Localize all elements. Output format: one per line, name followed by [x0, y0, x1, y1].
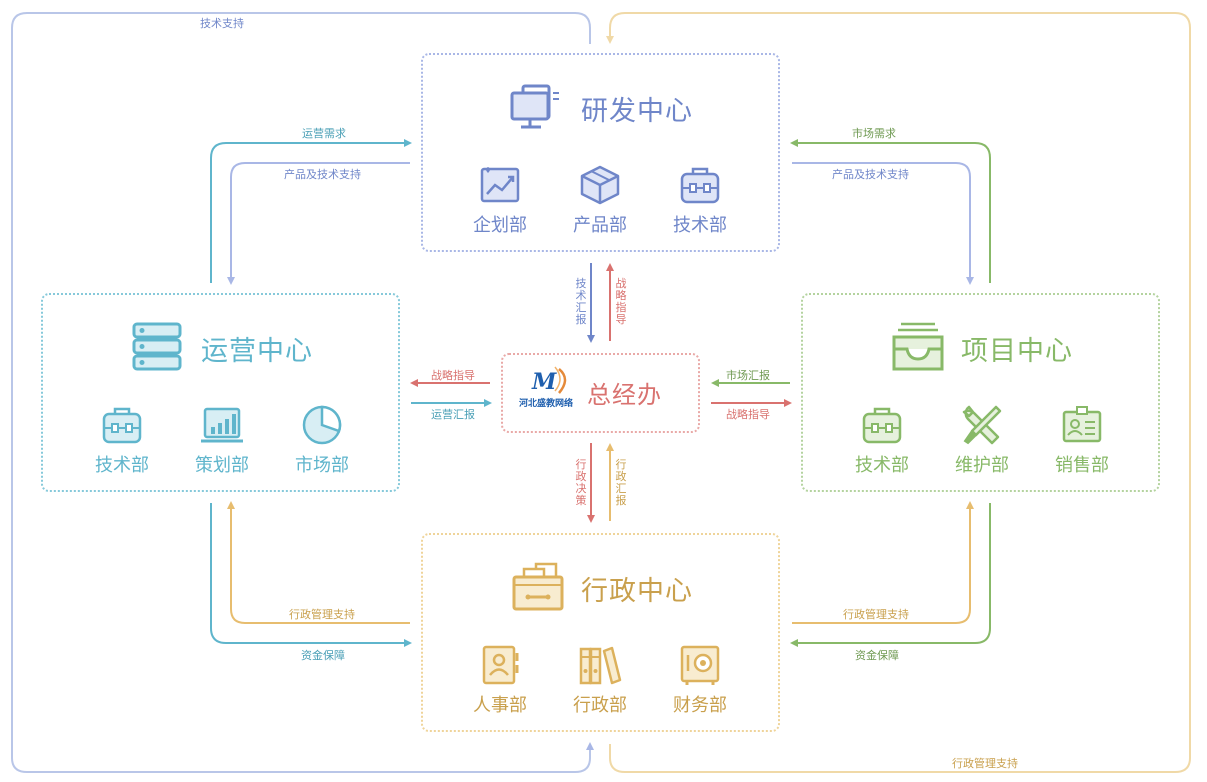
- rd-to-proj-support-label: 产品及技术支持: [832, 168, 909, 181]
- rd-center-title: 研发中心: [581, 96, 693, 127]
- rd-to-proj-line: [792, 162, 974, 285]
- strategy-guide-left-label: 战略指导: [431, 369, 475, 382]
- hq-title: 总经办: [587, 381, 662, 409]
- rd-to-ops-line: [227, 162, 410, 285]
- tech-toolbox-icon: [862, 407, 902, 444]
- admin-support-left-label: 行政管理支持: [289, 608, 355, 621]
- monitor-icon: [510, 84, 559, 129]
- rd-dept-planning-label: 企划部: [473, 215, 527, 236]
- proj-dept-sales-label: 销售部: [1055, 455, 1109, 476]
- strategy-guide-right-label: 战略指导: [726, 408, 770, 421]
- proj-center-title: 项目中心: [961, 336, 1073, 367]
- admin-center-title: 行政中心: [581, 576, 693, 607]
- outer-admin-support-label: 行政管理支持: [952, 757, 1018, 770]
- id-card-icon: [1062, 406, 1102, 443]
- admin-report-label: 行政汇报: [615, 458, 627, 507]
- proj-center-box[interactable]: 项目中心 技术部 维护部 销售部: [801, 293, 1160, 492]
- admin-to-ops-line: [227, 501, 410, 624]
- ops-report-label: 运营汇报: [431, 408, 475, 421]
- admin-dept-finance-label: 财务部: [673, 695, 727, 716]
- product-box-icon: [580, 165, 620, 205]
- tech-report-label: 技术汇报: [575, 277, 587, 326]
- admin-decision-label: 行政决策: [575, 458, 587, 507]
- company-logo-icon: M: [531, 366, 567, 395]
- ops-center-box[interactable]: 运营中心 技术部 策划部 市场部: [41, 293, 400, 492]
- planning-chart-icon: [480, 167, 520, 203]
- admin-dept-personnel-label: 人事部: [473, 695, 527, 716]
- rd-dept-planning[interactable]: 企划部: [455, 163, 545, 237]
- rd-center-box[interactable]: 研发中心 企划部 产品部 技术部: [421, 53, 780, 252]
- market-demand-label: 市场需求: [852, 127, 896, 140]
- bar-chart-icon: [201, 407, 243, 443]
- ops-to-rd-line: [210, 139, 412, 283]
- company-logo-text: 河北盛教网络: [519, 399, 574, 409]
- svg-text:M: M: [531, 369, 557, 395]
- strategy-guide-top-label: 战略指导: [615, 277, 627, 326]
- proj-dept-tech[interactable]: 技术部: [837, 403, 927, 477]
- tech-toolbox-icon: [680, 167, 720, 204]
- admin-center-box[interactable]: 行政中心 人事部 行政部 财务部: [421, 533, 780, 732]
- proj-dept-sales[interactable]: 销售部: [1037, 403, 1127, 477]
- admin-support-right-label: 行政管理支持: [843, 608, 909, 621]
- ops-dept-market-label: 市场部: [295, 455, 349, 476]
- wrench-screwdriver-icon: [962, 405, 1002, 445]
- rd-dept-product[interactable]: 产品部: [555, 163, 645, 237]
- rd-dept-product-label: 产品部: [573, 215, 627, 236]
- fund-guarantee-right-label: 资金保障: [855, 649, 899, 662]
- ops-dept-planning[interactable]: 策划部: [177, 403, 267, 477]
- proj-to-admin-line: [790, 503, 991, 647]
- binders-icon: [579, 646, 622, 685]
- ops-dept-planning-label: 策划部: [195, 455, 249, 476]
- rd-to-ops-support-label: 产品及技术支持: [284, 168, 361, 181]
- rd-dept-tech-label: 技术部: [673, 215, 727, 236]
- outer-tech-support-label: 技术支持: [200, 17, 244, 30]
- safe-icon: [680, 645, 720, 685]
- proj-to-rd-line: [790, 139, 991, 283]
- hq-box[interactable]: M 河北盛教网络 总经办: [501, 353, 700, 433]
- ops-demand-label: 运营需求: [302, 127, 346, 140]
- admin-dept-personnel[interactable]: 人事部: [455, 643, 545, 717]
- admin-dept-administration-label: 行政部: [573, 695, 627, 716]
- personnel-file-icon: [482, 645, 519, 685]
- proj-dept-maintenance[interactable]: 维护部: [937, 403, 1027, 477]
- ops-to-admin-line: [210, 503, 412, 647]
- pie-chart-icon: [302, 405, 342, 445]
- outer-tech-support-line: [11, 12, 594, 773]
- tech-toolbox-icon: [102, 407, 142, 444]
- admin-dept-administration[interactable]: 行政部: [555, 643, 645, 717]
- inbox-tray-icon: [892, 322, 944, 371]
- filing-drawer-icon: [512, 562, 564, 611]
- outer-admin-support-line: [606, 12, 1191, 773]
- rd-dept-tech[interactable]: 技术部: [655, 163, 745, 237]
- market-report-label: 市场汇报: [726, 369, 770, 382]
- ops-dept-tech-label: 技术部: [95, 455, 149, 476]
- proj-dept-maintenance-label: 维护部: [955, 455, 1009, 476]
- ops-center-title: 运营中心: [201, 336, 313, 367]
- ops-dept-market[interactable]: 市场部: [277, 403, 367, 477]
- admin-to-proj-line: [792, 501, 974, 624]
- admin-dept-finance[interactable]: 财务部: [655, 643, 745, 717]
- server-stack-icon: [132, 322, 182, 371]
- fund-guarantee-left-label: 资金保障: [301, 649, 345, 662]
- ops-dept-tech[interactable]: 技术部: [77, 403, 167, 477]
- proj-dept-tech-label: 技术部: [855, 455, 909, 476]
